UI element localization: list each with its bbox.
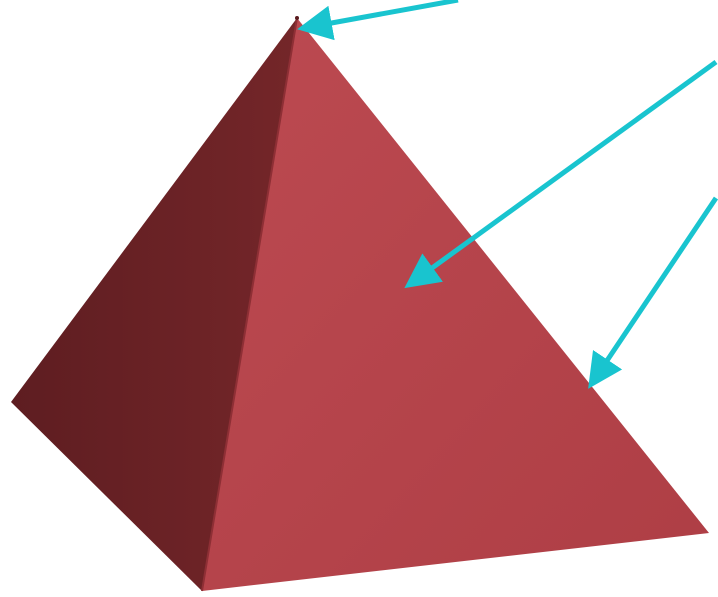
edge-pointer-arrow <box>592 198 716 383</box>
pyramid-apex <box>295 16 299 20</box>
face-pointer-arrow <box>410 62 716 284</box>
apex-pointer-arrow <box>304 0 458 28</box>
